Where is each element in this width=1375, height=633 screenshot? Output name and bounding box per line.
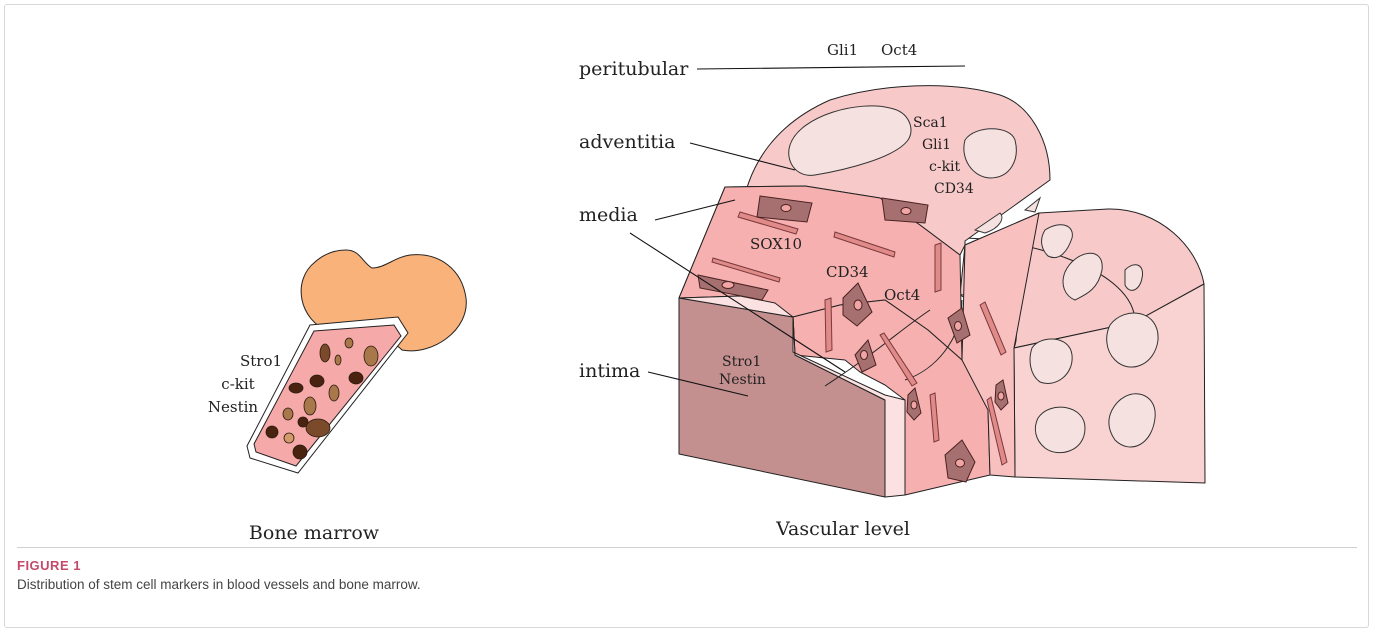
bm-marker-nestin: Nestin [208, 398, 259, 416]
bm-marker-stro1: Stro1 [240, 352, 282, 370]
smooth-muscle-cell [825, 298, 832, 352]
marker-adventitia-cd34: CD34 [934, 181, 974, 197]
vascular-level-title: Vascular level [775, 518, 910, 540]
label-media: media [579, 204, 638, 226]
marker-intima-nestin: Nestin [719, 372, 766, 388]
marrow-cell [306, 419, 330, 437]
bm-marker-ckit: c-kit [221, 375, 254, 393]
figure-caption: FIGURE 1 Distribution of stem cell marke… [17, 547, 1357, 592]
bone-marrow-illustration: Stro1 c-kit Nestin Bone marrow [208, 250, 466, 544]
marrow-cell [284, 433, 294, 443]
figure-label: FIGURE 1 [17, 558, 1357, 573]
marker-media-cd34: CD34 [826, 263, 869, 281]
marrow-cell [335, 355, 341, 365]
marrow-cell [310, 375, 324, 387]
marker-peritubular-oct4: Oct4 [881, 41, 917, 59]
peritubular-leader [697, 66, 965, 69]
marrow-cell [329, 385, 339, 401]
marker-intima-stro1: Stro1 [722, 354, 761, 370]
marrow-cell [345, 338, 353, 348]
vasa-vasorum [1035, 407, 1085, 453]
marrow-cell [283, 408, 293, 420]
marker-adventitia-gli1: Gli1 [922, 137, 951, 153]
marrow-cell [320, 344, 330, 362]
marrow-cell [293, 445, 307, 459]
label-adventitia: adventitia [579, 131, 675, 153]
label-peritubular: peritubular [579, 58, 689, 80]
marrow-cell [304, 397, 316, 415]
figure-caption-text: Distribution of stem cell markers in blo… [17, 577, 1357, 592]
marker-adventitia-sca1: Sca1 [913, 115, 948, 131]
marker-media-oct4: Oct4 [884, 286, 920, 304]
label-intima: intima [579, 360, 640, 382]
marrow-cell [266, 426, 278, 438]
marrow-cell [289, 383, 303, 393]
vasa-vasorum [1025, 198, 1040, 212]
figure-illustration: Stro1 c-kit Nestin Bone marrow [0, 0, 1375, 545]
marker-media-sox10: SOX10 [750, 235, 802, 253]
smooth-muscle-cell [935, 243, 941, 292]
marrow-cell [349, 372, 363, 384]
marker-adventitia-ckit: c-kit [929, 159, 961, 175]
marrow-cell [364, 346, 378, 366]
marker-peritubular-gli1: Gli1 [827, 41, 858, 59]
bone-marrow-title: Bone marrow [249, 522, 380, 544]
